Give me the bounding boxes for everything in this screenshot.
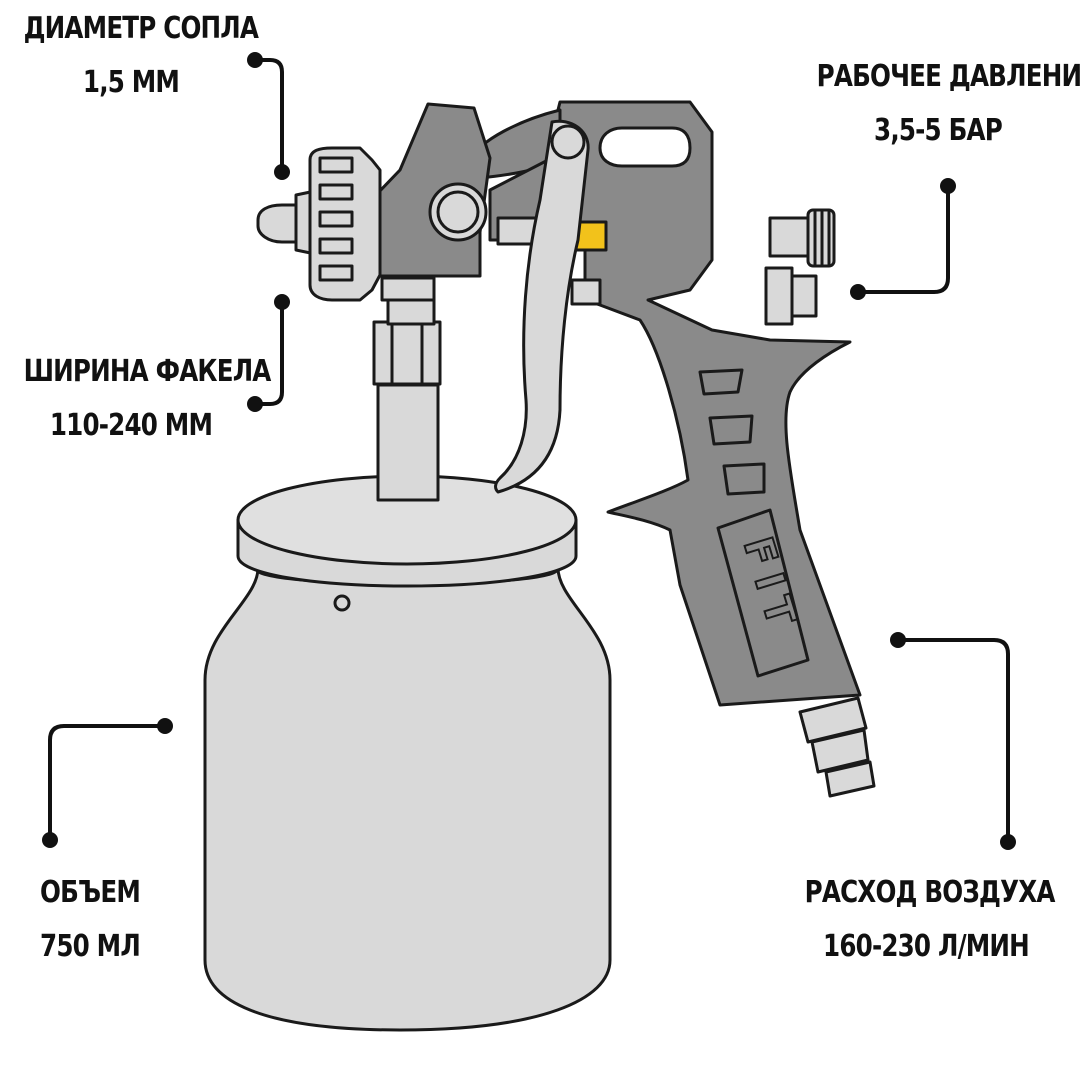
fan-title: ШИРИНА ФАКЕЛА bbox=[23, 354, 272, 389]
callout-volume: ОБЪЕМ 750 МЛ bbox=[33, 866, 148, 974]
airflow-value: 160-230 Л/МИН bbox=[823, 929, 1030, 964]
callout-airflow: РАСХОД ВОЗДУХА 160-230 Л/МИН bbox=[804, 866, 1056, 974]
nozzle-title: ДИАМЕТР СОПЛА bbox=[23, 11, 259, 46]
suction-tube bbox=[372, 276, 442, 502]
paint-cup bbox=[203, 474, 612, 1032]
leader-dots bbox=[42, 52, 1016, 850]
callout-nozzle: ДИАМЕТР СОПЛА 1,5 ММ bbox=[23, 2, 259, 110]
nozzle-value: 1,5 ММ bbox=[82, 65, 180, 100]
airflow-leader bbox=[898, 638, 1010, 842]
pressure-value: 3,5-5 БАР bbox=[874, 113, 1003, 148]
air-cap bbox=[256, 146, 382, 302]
fan-value: 110-240 ММ bbox=[49, 408, 213, 443]
pressure-leader bbox=[858, 186, 950, 294]
pressure-title: РАБОЧЕЕ ДАВЛЕНИЕ bbox=[816, 59, 1080, 94]
volume-title: ОБЪЕМ bbox=[40, 875, 141, 910]
nozzle-leader bbox=[255, 58, 284, 172]
callout-pressure: РАБОЧЕЕ ДАВЛЕНИЕ 3,5-5 БАР bbox=[816, 50, 1080, 158]
air-inlet-fitting bbox=[798, 696, 876, 798]
trigger bbox=[494, 119, 590, 494]
fan-leader bbox=[255, 302, 284, 406]
volume-value: 750 МЛ bbox=[40, 929, 141, 964]
callout-fan: ШИРИНА ФАКЕЛА 110-240 ММ bbox=[23, 345, 272, 453]
fan-knob bbox=[428, 182, 488, 242]
airflow-title: РАСХОД ВОЗДУХА bbox=[804, 875, 1056, 910]
leader-lines bbox=[48, 58, 1010, 842]
air-valve-screw bbox=[764, 208, 836, 326]
volume-leader bbox=[48, 724, 165, 840]
